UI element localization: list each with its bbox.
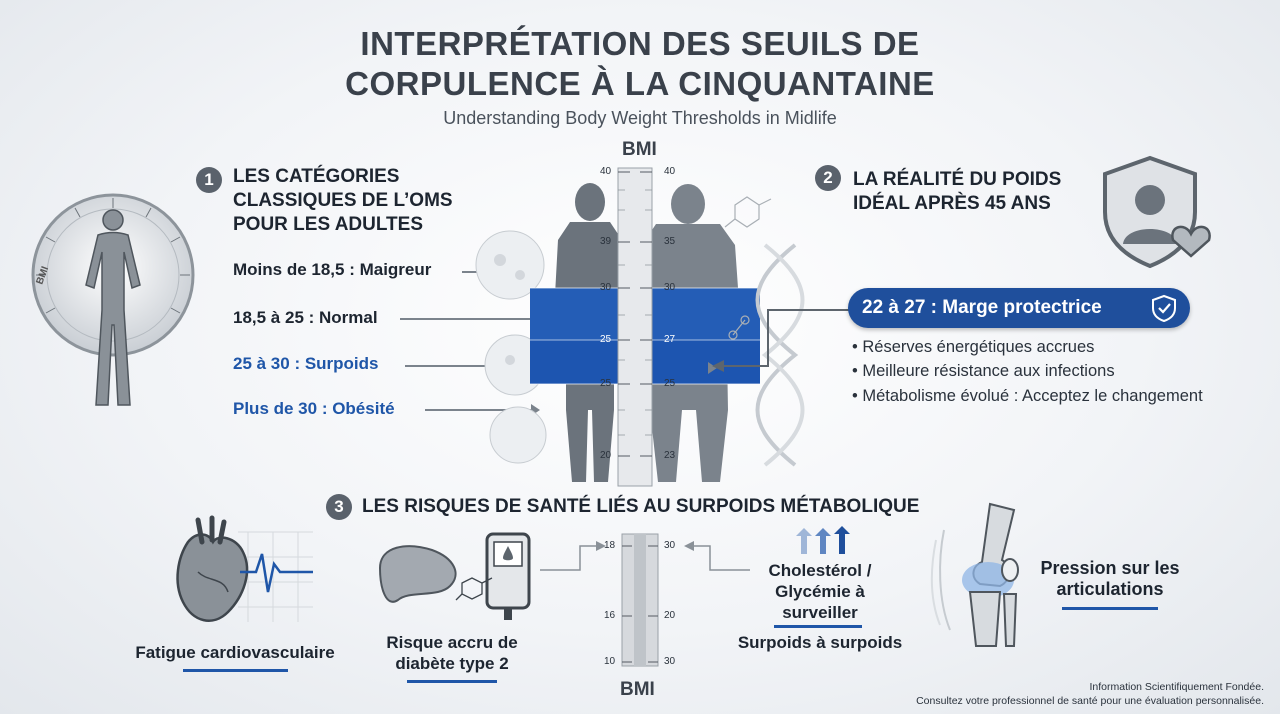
risk-cholesterol-underline [774,625,862,628]
risk-diabetes-line: Risque accru de [386,633,518,652]
category-underweight: Moins de 18,5 : Maigreur [233,260,432,279]
arrow-protective-range [712,309,850,372]
bmi-bottom-tick-right: 30 [664,540,676,551]
heart-ecg-icon [176,515,313,622]
risk-cholesterol-line: Cholestérol / [768,561,872,580]
bmi-bottom-tick-right: 20 [664,610,676,621]
bmi-tick-left: 30 [600,282,612,293]
bmi-tick-left: 40 [600,166,612,177]
risk-diabetes-underline [407,680,497,683]
risk-cholesterol-label: Cholestérol / Glycémie à surveiller [745,560,895,623]
benefit-bullet: • Réserves énergétiques accrues [852,338,1095,356]
body-silhouettes [530,167,760,487]
knee-joint-icon [930,502,1019,647]
dna-molecule-illustration [724,196,805,467]
section-2-number: 2 [815,165,841,191]
bmi-tick-left: 25 [600,334,612,345]
risk-joints-label: Pression sur les articulations [1030,558,1190,600]
bmi-tick-right: 27 [664,334,676,345]
bmi-tick-left: 25 [600,378,612,389]
risk-cholesterol-sub: Surpoids à surpoids [737,633,903,652]
bmi-scale-bottom [621,533,659,667]
risk-cholesterol-line: surveiller [782,603,858,622]
risk-cardio-underline [183,669,288,672]
category-normal: 18,5 à 25 : Normal [233,308,378,327]
bmi-tick-left: 39 [600,236,612,247]
protective-range-label: 22 à 27 : Marge protectrice [862,297,1102,318]
anatomy-dial-illustration: BMI [31,193,195,406]
bmi-tick-right: 40 [664,166,676,177]
footer-note-1: Information Scientifiquement Fondée. [1089,681,1264,693]
benefit-text: Métabolisme évolué : Acceptez le changem… [862,387,1203,405]
section-1-title: LES CATÉGORIES CLASSIQUES DE L’OMS POUR … [233,165,453,237]
section-2-title: LA RÉALITÉ DU POIDS IDÉAL APRÈS 45 ANS [853,168,1061,216]
benefit-bullet: • Meilleure résistance aux infections [852,362,1115,380]
human-figure-icon [85,209,141,406]
arrow-obesity [425,404,540,416]
bmi-bottom-tick-left: 10 [604,656,616,667]
section-1-number: 1 [196,167,222,193]
risk-cholesterol-line: Glycémie à [775,582,865,601]
bottom-scale-connectors [540,541,750,571]
bmi-scale-label-bottom: BMI [620,679,655,700]
pancreas-glucometer-icon [378,532,531,620]
category-overweight: 25 à 30 : Surpoids [233,354,379,373]
risk-diabetes-line: diabète type 2 [395,654,509,673]
rising-arrows-icon [796,526,850,554]
benefit-text: Meilleure résistance aux infections [862,362,1115,380]
bmi-bottom-tick-left: 16 [604,610,616,621]
section-3-title: LES RISQUES DE SANTÉ LIÉS AU SURPOIDS MÉ… [362,496,920,517]
shield-check-icon [1152,294,1176,322]
footer-note-2: Consultez votre professionnel de santé p… [916,695,1264,707]
risk-diabetes-label: Risque accru de diabète type 2 [362,632,542,674]
bmi-tick-right: 35 [664,236,676,247]
section-2-title-line: LA RÉALITÉ DU POIDS [853,169,1062,190]
benefit-bullet: • Métabolisme évolué : Acceptez le chang… [852,387,1203,405]
bmi-bottom-tick-left: 18 [604,540,616,551]
page-title: INTERPRÉTATION DES SEUILS DE CORPULENCE … [0,24,1280,104]
section-3-number: 3 [326,494,352,520]
title-line-2: CORPULENCE À LA CINQUANTAINE [345,65,935,102]
title-line-1: INTERPRÉTATION DES SEUILS DE [360,25,920,62]
bmi-tick-left: 20 [600,450,612,461]
bmi-tick-right: 23 [664,450,676,461]
risk-joints-line: articulations [1056,579,1164,599]
risk-cardio-label: Fatigue cardiovasculaire [135,643,335,662]
section-1-title-line: LES CATÉGORIES [233,166,400,187]
section-2-title-line: IDÉAL APRÈS 45 ANS [853,193,1051,214]
protective-range-badge: 22 à 27 : Marge protectrice [848,288,1190,328]
risk-joints-underline [1062,607,1158,610]
bmi-scale-label-top: BMI [622,139,657,160]
benefit-text: Réserves énergétiques accrues [862,338,1095,356]
bmi-tick-right: 30 [664,282,676,293]
risk-joints-line: Pression sur les [1040,558,1180,578]
bmi-tick-right: 25 [664,378,676,389]
category-obesity: Plus de 30 : Obésité [233,399,395,418]
bmi-ruler [617,167,653,487]
bmi-bottom-tick-right: 30 [664,656,676,667]
shield-heart-icon [1103,155,1211,269]
section-1-title-line: CLASSIQUES DE L’OMS [233,190,453,211]
section-1-title-line: POUR LES ADULTES [233,214,424,235]
page-subtitle: Understanding Body Weight Thresholds in … [443,108,837,128]
